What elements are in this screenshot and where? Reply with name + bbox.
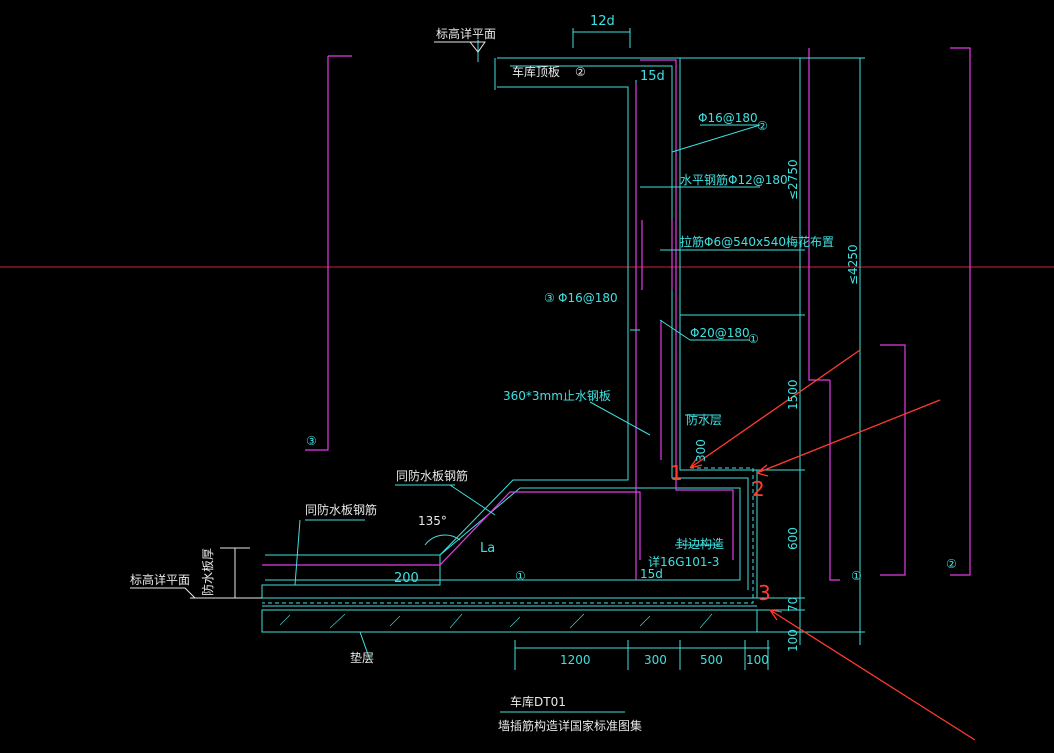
bracket-2 [880, 47, 971, 576]
drawing-subtitle: 墙插筋构造详国家标准图集 [498, 718, 642, 733]
circle-2-b: ② [757, 119, 768, 133]
dim-bottom-1: 300 [644, 653, 667, 667]
arrow-1 [689, 349, 861, 469]
slab-top-rebar [262, 491, 641, 566]
dim-right-1: 1500 [786, 379, 800, 410]
outer-rebar [510, 65, 749, 590]
bracket-3 [305, 55, 352, 451]
circle-2-c: ② [946, 557, 957, 571]
cushion-layer [261, 609, 758, 633]
arrow-2 [756, 399, 941, 477]
dim-right-4: 100 [786, 629, 800, 652]
slab-thk-label: 防水板厚 [200, 548, 215, 596]
horiz-rebar-label: 水平钢筋Φ12@180 [680, 172, 788, 187]
marker-2: 2 [752, 477, 765, 501]
circle-1-b: ① [515, 569, 526, 583]
dim-right-0: ≤2750 [786, 159, 800, 200]
circle-3-a: ③ [544, 291, 555, 305]
dim-300-side: 300 [694, 439, 708, 462]
marker-1: 1 [670, 461, 683, 485]
dim-total: ≤4250 [846, 244, 860, 285]
dim-right-2: 600 [786, 527, 800, 550]
tie-bar-label: 拉筋Φ6@540x540梅花布置 [680, 234, 834, 249]
dim-bottom-3: 100 [746, 653, 769, 667]
same-slab-rebar-1: 同防水板钢筋 [396, 468, 468, 483]
dim-15d-bot: 15d [640, 567, 663, 581]
dim-bottom-0: 1200 [560, 653, 591, 667]
marker-3: 3 [758, 581, 771, 605]
waterstop-label: 360*3mm止水钢板 [503, 389, 611, 403]
circle-2-a: ② [575, 65, 586, 79]
arrow-3 [769, 609, 976, 741]
rebar-1-label: Φ20@180 [690, 326, 750, 340]
waterproof-label: 防水层 [686, 412, 722, 427]
wall-outline [261, 57, 758, 599]
dim-200: 200 [394, 571, 419, 586]
rebar-1-line [640, 59, 734, 560]
rebar-3-label: Φ16@180 [558, 291, 618, 305]
angle-label: 135° [418, 514, 447, 528]
same-slab-rebar-2: 同防水板钢筋 [305, 502, 377, 517]
cushion-label: 垫层 [350, 650, 374, 665]
detail-ref: 详16G101-3 [648, 554, 719, 569]
top-level-label: 标高详平面 [436, 26, 496, 41]
dim-right-3: 70 [786, 597, 800, 612]
dim-15d-top: 15d [640, 69, 665, 84]
bottom-level-label: 标高详平面 [130, 572, 190, 587]
dim-12d: 12d [590, 14, 615, 29]
seal-label: 封边构造 [676, 536, 724, 551]
tie-bar-region [641, 220, 673, 290]
circle-1-a: ① [748, 332, 759, 346]
rebar-top-label: Φ16@180 [698, 111, 758, 125]
circle-3-b: ③ [306, 434, 317, 448]
dim-bottom-2: 500 [700, 653, 723, 667]
la-label: La [480, 541, 495, 556]
roof-slab-label: 车库顶板 [512, 64, 560, 79]
circle-1-c: ① [851, 569, 862, 583]
slab-rebar [265, 487, 741, 581]
waterproof-layer [262, 467, 754, 604]
drawing-title: 车库DT01 [510, 694, 566, 709]
bracket-1 [808, 48, 840, 581]
